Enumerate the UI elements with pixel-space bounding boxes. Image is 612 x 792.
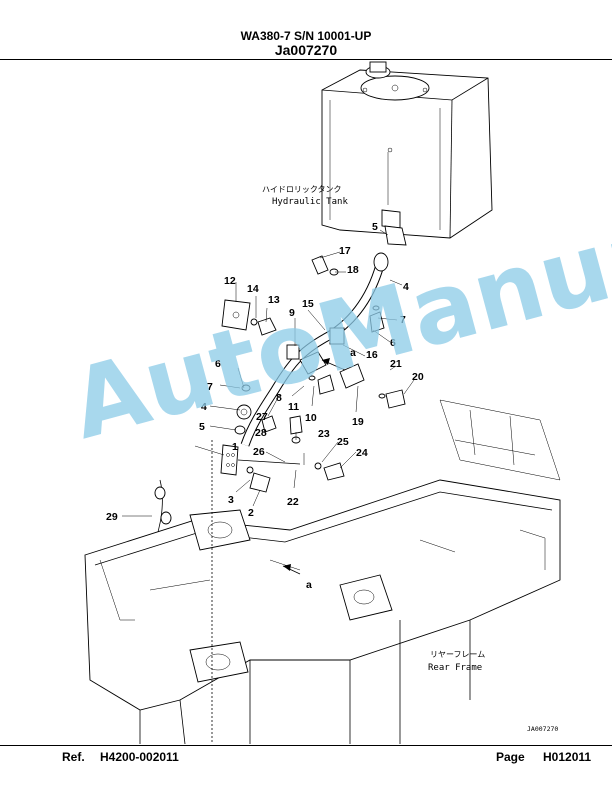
callout-6-upper: 6 <box>390 337 396 349</box>
rear-frame-label-en: Rear Frame <box>428 663 482 673</box>
callout-27: 27 <box>256 411 268 423</box>
callout-23: 23 <box>318 428 330 440</box>
callout-24: 24 <box>356 447 368 459</box>
callout-13: 13 <box>268 294 280 306</box>
hydraulic-tank-label-en: Hydraulic Tank <box>272 197 348 207</box>
callout-26: 26 <box>253 446 265 458</box>
drawing-tag: JA007270 <box>527 725 558 733</box>
callout-7-lower: 7 <box>207 381 213 393</box>
hydraulic-tank-label: ハイドロリックタンク Hydraulic Tank <box>262 185 348 207</box>
callout-4-lower: 4 <box>201 401 207 413</box>
hydraulic-tank-drawing <box>321 61 493 246</box>
ref-value: H4200-002011 <box>100 750 179 764</box>
callout-10: 10 <box>305 412 317 424</box>
model-serial-title: WA380-7 S/N 10001-UP <box>240 29 372 43</box>
callout-21: 21 <box>390 358 402 370</box>
callout-6-lower: 6 <box>215 358 221 370</box>
callout-9: 9 <box>289 307 295 319</box>
section-mark-a-upper: a <box>350 347 356 359</box>
section-a-markers: a a <box>282 347 356 591</box>
rear-frame-label-jp: リヤーフレーム <box>430 650 485 659</box>
parts-diagram: ハイドロリックタンク Hydraulic Tank <box>60 61 612 744</box>
callout-5-lower: 5 <box>199 421 205 433</box>
rear-frame-label: リヤーフレーム Rear Frame <box>428 650 485 673</box>
hydraulic-tank-label-jp: ハイドロリックタンク <box>262 185 342 194</box>
callout-7-upper: 7 <box>400 314 406 326</box>
callout-11: 11 <box>288 401 299 413</box>
footer-divider <box>0 745 612 746</box>
header-divider <box>0 59 612 60</box>
callout-5-upper: 5 <box>372 221 378 233</box>
page-label: Page <box>496 750 525 764</box>
callout-17: 17 <box>339 245 351 257</box>
fasteners <box>241 255 406 493</box>
callout-4-upper: 4 <box>403 281 409 293</box>
ref-label: Ref. <box>62 750 85 764</box>
callout-8: 8 <box>276 392 282 404</box>
callout-12: 12 <box>224 275 236 287</box>
callout-18: 18 <box>347 264 359 276</box>
callout-16: 16 <box>366 349 378 361</box>
hydraulic-hose-assembly <box>151 252 389 551</box>
page-value: H012011 <box>543 750 592 764</box>
callout-19: 19 <box>352 416 364 428</box>
rear-frame-drawing <box>84 399 561 744</box>
callout-numbers: 1 2 3 4 4 5 5 6 6 7 7 8 9 10 11 12 13 14… <box>106 221 424 523</box>
drawing-code-title: Ja007270 <box>274 42 338 58</box>
leader-lines <box>122 229 415 517</box>
callout-3: 3 <box>228 494 234 506</box>
callout-15: 15 <box>302 298 314 310</box>
callout-14: 14 <box>247 283 259 295</box>
callout-1: 1 <box>232 441 238 453</box>
callout-28: 28 <box>255 427 267 439</box>
callout-20: 20 <box>412 371 424 383</box>
section-mark-a-lower: a <box>306 579 312 591</box>
callout-29: 29 <box>106 511 118 523</box>
callout-22: 22 <box>287 496 299 508</box>
callout-25: 25 <box>337 436 349 448</box>
callout-2: 2 <box>248 507 254 519</box>
